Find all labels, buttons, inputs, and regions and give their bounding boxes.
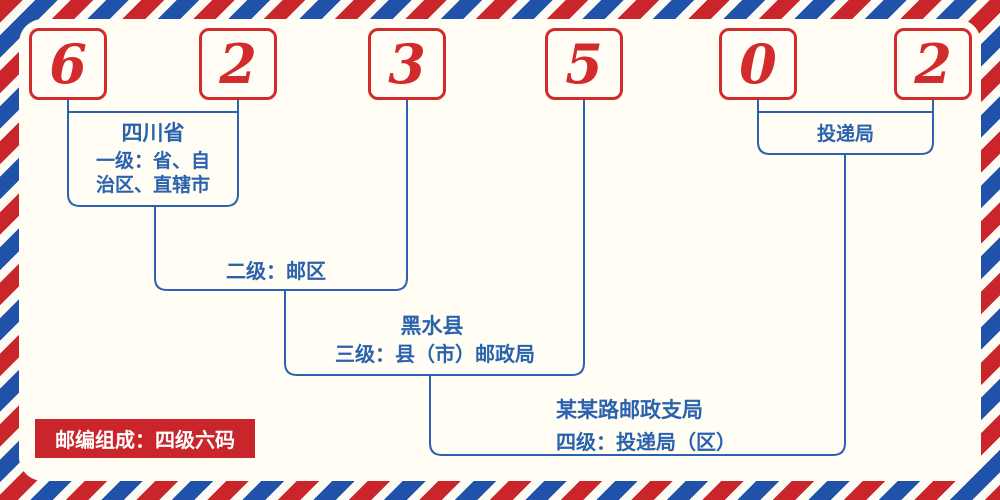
level4-branch-label: 某某路邮政支局	[556, 399, 703, 422]
level2-connector-line	[154, 100, 408, 291]
digit-box-4: 5	[545, 28, 623, 100]
digit-3: 3	[388, 32, 426, 96]
digit-2: 2	[219, 32, 257, 96]
level4-connector-line	[429, 154, 846, 456]
digit-4: 5	[565, 32, 603, 96]
footer-badge-text: 邮编组成：四级六码	[55, 430, 235, 452]
digit-box-3: 3	[368, 28, 446, 100]
level1-region-label: 四川省	[121, 122, 185, 145]
level1-desc-line1: 一级：省、自	[95, 151, 210, 172]
digit-box-6: 2	[894, 28, 972, 100]
digit-box-2: 2	[199, 28, 277, 100]
level4-desc-label: 四级：投递局（区）	[556, 432, 736, 454]
digit-6: 2	[914, 32, 952, 96]
level1-desc-line2: 治区、直辖市	[95, 175, 210, 196]
envelope-inner-panel	[19, 19, 981, 481]
level3-region-label: 黑水县	[400, 315, 464, 338]
level1-bracket-line	[67, 100, 239, 207]
digit-5: 0	[739, 32, 777, 96]
level2-desc-label: 二级：邮区	[226, 261, 326, 283]
digit-box-1: 6	[29, 28, 107, 100]
level3-desc-label: 三级：县（市）邮政局	[335, 344, 535, 366]
digit-box-5: 0	[719, 28, 797, 100]
digit-1: 6	[49, 32, 87, 96]
level4-office-label: 投递局	[816, 124, 874, 145]
footer-badge: 邮编组成：四级六码	[35, 419, 255, 458]
level3-connector-line	[284, 100, 585, 376]
